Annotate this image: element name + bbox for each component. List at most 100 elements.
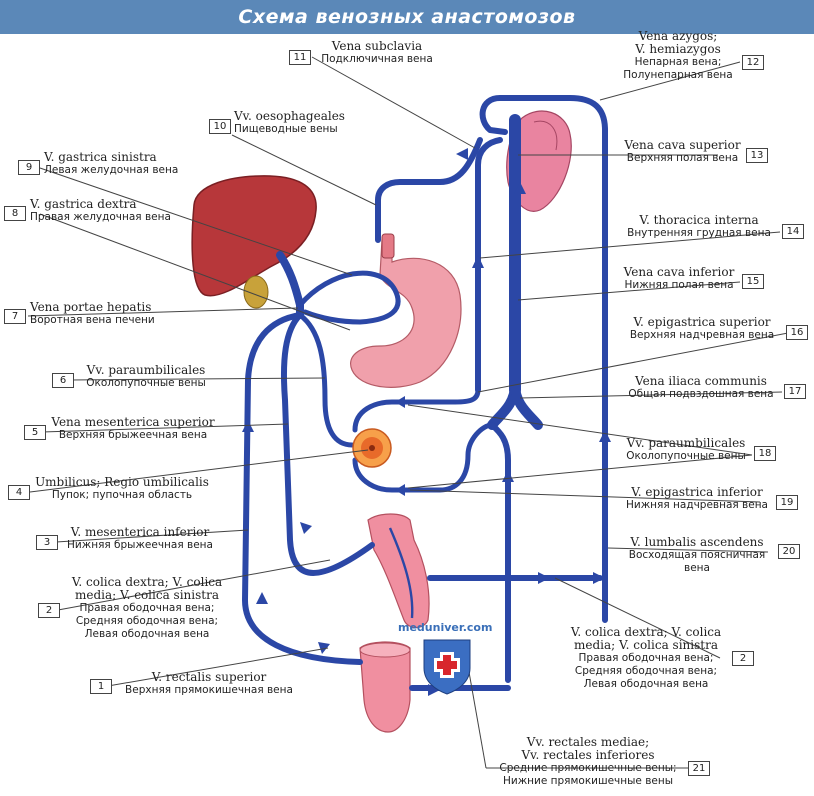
label-lat-2: media; V. colica sinistra bbox=[574, 638, 718, 652]
arrow-azygos bbox=[599, 430, 611, 442]
label-number-13: 13 bbox=[746, 148, 768, 163]
flow-arrows bbox=[242, 148, 611, 696]
label-number-4: 4 bbox=[8, 485, 30, 500]
label-lat: V. mesenterica inferior bbox=[70, 525, 210, 539]
colon-vein bbox=[388, 527, 414, 619]
label-rus: Околопупочные вены bbox=[86, 377, 206, 389]
site-watermark: meduniver.com bbox=[398, 621, 493, 634]
label-lat: Vena iliaca communis bbox=[635, 374, 767, 388]
label-vv-paraumbilicales-left: Vv. paraumbilicales Околопупочные вены bbox=[76, 364, 216, 390]
label-lat: V. gastrica dextra bbox=[30, 197, 137, 211]
label-lat: V. lumbalis ascendens bbox=[630, 535, 764, 549]
page-title: Схема венозных анастомозов bbox=[238, 6, 576, 28]
label-number-1: 1 bbox=[90, 679, 112, 694]
epigastrica-superior-loop bbox=[352, 387, 481, 433]
leader-lines bbox=[27, 56, 789, 769]
arrow-subclavia bbox=[456, 148, 468, 160]
label-rus: Нижняя брыжеечная вена bbox=[67, 539, 213, 551]
label-lat: Vena cava inferior bbox=[623, 265, 735, 279]
arrow-mesenterica-inf bbox=[242, 420, 254, 432]
label-vena-cava-inferior: Vena cava inferior Нижняя полая вена bbox=[618, 266, 740, 292]
label-number-11: 11 bbox=[289, 50, 311, 65]
gallbladder-illustration bbox=[243, 275, 269, 309]
label-lat: Vv. paraumbilicales bbox=[626, 436, 746, 450]
label-vena-portae-hepatis: Vena portae hepatis Воротная вена печени bbox=[30, 301, 190, 327]
label-lat-2: V. hemiazygos bbox=[635, 42, 721, 56]
label-v-mesenterica-inferior: V. mesenterica inferior Нижняя брыжеечна… bbox=[60, 526, 220, 552]
label-lat: V. epigastrica inferior bbox=[631, 485, 763, 499]
label-v-thoracica-interna: V. thoracica interna Внутренняя грудная … bbox=[618, 214, 780, 240]
label-number-8: 8 bbox=[4, 206, 26, 221]
iliaca-externa bbox=[489, 422, 511, 683]
label-number-3: 3 bbox=[36, 535, 58, 550]
label-number-15: 15 bbox=[742, 274, 764, 289]
label-number-5: 5 bbox=[24, 425, 46, 440]
label-rus: Пупок; пупочная область bbox=[51, 489, 193, 501]
label-number-10: 10 bbox=[209, 119, 231, 134]
paraumbilical-vein bbox=[297, 312, 355, 448]
label-v-epigastrica-inferior: V. epigastrica inferior Нижняя надчревна… bbox=[618, 486, 776, 512]
label-rus: Верхняя надчревная вена bbox=[629, 329, 775, 341]
label-rus-2: Полунепарная вена bbox=[623, 69, 733, 81]
label-lat: V. gastrica sinistra bbox=[44, 150, 157, 164]
colon-illustration bbox=[367, 513, 430, 629]
oesophageal-vein bbox=[375, 137, 483, 243]
label-rus: Нижняя полая вена bbox=[624, 279, 734, 291]
thoracica-interna bbox=[475, 137, 503, 393]
azygos-vein bbox=[479, 95, 608, 623]
liver-illustration bbox=[191, 175, 317, 297]
arrow-colon-link bbox=[538, 572, 550, 584]
heart-detail-line bbox=[533, 120, 558, 151]
label-number-17: 17 bbox=[784, 384, 806, 399]
rectum-illustration bbox=[359, 641, 411, 733]
label-umbilicus: Umbilicus; Regio umbilicalis Пупок; пупо… bbox=[32, 476, 212, 502]
label-rus: Левая желудочная вена bbox=[44, 164, 179, 176]
label-vv-oesophageales: Vv. oesophageales Пищеводные вены bbox=[234, 110, 364, 136]
label-rus: Восходящая поясничная bbox=[628, 549, 766, 561]
label-vena-cava-superior: Vena cava superior Верхняя полая вена bbox=[620, 139, 745, 165]
label-rus: Верхняя полая вена bbox=[626, 152, 739, 164]
arrow-epigastric-sup bbox=[395, 396, 405, 408]
label-rus-2: вена bbox=[684, 562, 710, 574]
label-rus: Околопупочные вены bbox=[626, 450, 746, 462]
label-rus: Общая подвздошная вена bbox=[628, 388, 774, 400]
label-rus-2: Средняя ободочная вена; bbox=[75, 615, 219, 627]
iliac-right bbox=[510, 380, 543, 430]
label-lat: V. epigastrica superior bbox=[633, 315, 771, 329]
arrow-epigastric-inf bbox=[395, 484, 405, 496]
label-rus: Правая ободочная вена; bbox=[79, 602, 215, 614]
label-number-19: 19 bbox=[776, 495, 798, 510]
label-rus: Воротная вена печени bbox=[30, 314, 155, 326]
label-rus-3: Левая ободочная вена bbox=[583, 678, 709, 690]
arrow-lumbalis bbox=[593, 572, 605, 584]
umbilicus-illustration bbox=[352, 428, 392, 468]
label-v-lumbalis-ascendens: V. lumbalis ascendens Восходящая пояснич… bbox=[618, 536, 776, 575]
arrow-iliaca bbox=[502, 470, 514, 482]
label-number-12: 12 bbox=[742, 55, 764, 70]
label-number-18: 18 bbox=[754, 446, 776, 461]
label-lat: Vv. rectales mediae; bbox=[526, 735, 650, 749]
heart-illustration bbox=[506, 110, 572, 212]
esophagus-illustration bbox=[381, 233, 395, 259]
label-rus-2: Средняя ободочная вена; bbox=[574, 665, 718, 677]
title-bar: Схема венозных анастомозов bbox=[0, 0, 814, 34]
label-lat: Vena mesenterica superior bbox=[51, 415, 215, 429]
label-v-gastrica-sinistra: V. gastrica sinistra Левая желудочная ве… bbox=[44, 151, 204, 177]
label-vena-mesenterica-superior: Vena mesenterica superior Верхняя брыжее… bbox=[48, 416, 218, 442]
label-lat: Vena cava superior bbox=[624, 138, 741, 152]
colic-vein bbox=[280, 312, 375, 576]
label-number-21: 21 bbox=[688, 761, 710, 776]
arrow-cava bbox=[514, 182, 526, 194]
label-lat: Vena azygos; bbox=[638, 29, 718, 43]
label-rus: Верхняя брыжеечная вена bbox=[58, 429, 208, 441]
arrow-colic bbox=[300, 522, 312, 534]
label-lat: V. rectalis superior bbox=[151, 670, 267, 684]
label-rus: Внутренняя грудная вена bbox=[627, 227, 771, 239]
label-v-colica-left: V. colica dextra; V. colica media; V. co… bbox=[62, 576, 232, 641]
label-rus-2: Нижние прямокишечные вены bbox=[502, 775, 674, 787]
epigastrica-inferior-up bbox=[465, 422, 495, 458]
arrow-rectal-inf bbox=[428, 684, 440, 696]
label-rus: Средние прямокишечные вены; bbox=[499, 762, 677, 774]
